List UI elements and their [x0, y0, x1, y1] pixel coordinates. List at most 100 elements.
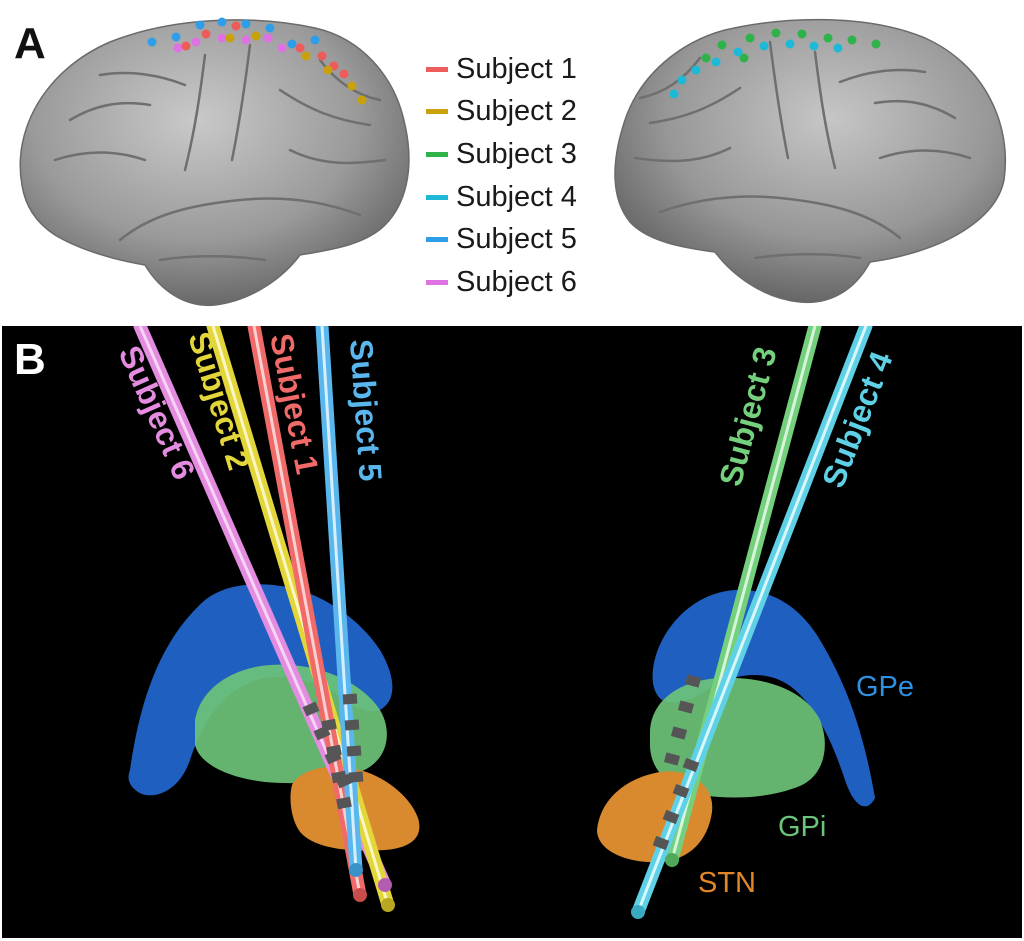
contact-dot-subject1 — [339, 69, 349, 79]
panel-b-label: B — [14, 335, 46, 384]
legend: Subject 1 Subject 2 Subject 3 Subject 4 … — [426, 48, 626, 304]
contact-dot-subject4 — [785, 39, 795, 49]
contact-dot-subject2 — [225, 33, 235, 43]
legend-swatch — [426, 109, 448, 115]
legend-item-subject6: Subject 6 — [426, 261, 626, 304]
contact-band — [302, 701, 320, 717]
contact-dot-subject6 — [191, 37, 201, 47]
contact-dot-subject4 — [669, 89, 679, 99]
contact-dot-subject3 — [771, 28, 781, 38]
structure-label-gpe: GPe — [856, 671, 914, 703]
contact-dot-subject5 — [147, 37, 157, 47]
contact-dot-subject6 — [173, 43, 183, 53]
legend-label: Subject 1 — [456, 52, 577, 85]
contact-dot-subject1 — [181, 41, 191, 51]
contact-dot-subject3 — [823, 33, 833, 43]
legend-swatch — [426, 279, 448, 285]
legend-swatch — [426, 66, 448, 72]
left-brain-sulci — [53, 43, 387, 262]
legend-swatch — [426, 237, 448, 243]
structure-label-gpi: GPi — [778, 811, 826, 843]
legend-label: Subject 6 — [456, 265, 577, 298]
legend-label: Subject 4 — [456, 180, 577, 213]
contact-dot-subject3 — [739, 53, 749, 63]
lead-contacts — [302, 674, 702, 851]
contact-dot-subject5 — [171, 32, 181, 42]
right-brain-surface — [614, 18, 1007, 304]
contact-band — [672, 783, 690, 799]
contact-dot-subject3 — [745, 33, 755, 43]
legend-swatch — [426, 151, 448, 157]
lead-subject2-highlight — [211, 326, 390, 906]
legend-swatch — [426, 194, 448, 200]
contact-dot-subject5 — [287, 39, 297, 49]
lead-tip-subject5 — [349, 863, 363, 877]
contact-band — [342, 693, 358, 705]
structure-label-stn: STN — [698, 867, 756, 899]
contact-dot-subject4 — [677, 75, 687, 85]
contact-dot-subject2 — [251, 31, 261, 41]
contact-dot-subject6 — [263, 33, 273, 43]
contact-dot-subject2 — [301, 51, 311, 61]
contact-dot-subject3 — [797, 29, 807, 39]
contact-band — [321, 718, 337, 732]
left-electrode-contacts — [147, 17, 367, 105]
left-brain-surface — [19, 19, 410, 307]
contact-dot-subject1 — [201, 29, 211, 39]
contact-band — [682, 757, 700, 773]
contact-band — [670, 726, 688, 740]
lead-label-subject5: Subject 5 — [343, 338, 389, 482]
contact-band — [663, 752, 681, 766]
legend-item-subject5: Subject 5 — [426, 218, 626, 261]
legend-label: Subject 3 — [456, 137, 577, 170]
gpe-left — [128, 584, 393, 796]
contact-band — [344, 719, 360, 731]
legend-item-subject2: Subject 2 — [426, 91, 626, 134]
panel-a-label: A — [14, 19, 46, 68]
contact-dot-subject5 — [217, 17, 227, 27]
right-brain-sulci — [633, 40, 972, 260]
contact-band — [652, 835, 670, 851]
contact-dot-subject3 — [701, 53, 711, 63]
contact-dot-subject2 — [357, 95, 367, 105]
contact-dot-subject5 — [241, 19, 251, 29]
contact-dot-subject4 — [711, 57, 721, 67]
contact-dot-subject3 — [847, 35, 857, 45]
contact-band — [662, 809, 680, 825]
contact-band — [331, 770, 347, 784]
legend-item-subject3: Subject 3 — [426, 133, 626, 176]
contact-dot-subject6 — [217, 33, 227, 43]
contact-dot-subject5 — [265, 23, 275, 33]
right-hemisphere — [614, 18, 1007, 304]
contact-dot-subject2 — [347, 81, 357, 91]
contact-dot-subject1 — [231, 21, 241, 31]
left-hemisphere — [19, 19, 410, 307]
contact-dot-subject3 — [717, 40, 727, 50]
lead-tip-subject2 — [381, 898, 395, 912]
contact-dot-subject6 — [241, 35, 251, 45]
lead-tip-subject3 — [665, 853, 679, 867]
contact-band — [677, 700, 695, 714]
contact-dot-subject1 — [317, 51, 327, 61]
lead-tip-subject6 — [378, 878, 392, 892]
panel-a-brains — [19, 17, 1007, 307]
contact-dot-subject4 — [759, 41, 769, 51]
contact-dot-subject6 — [277, 43, 287, 53]
legend-item-subject4: Subject 4 — [426, 176, 626, 219]
contact-band — [336, 796, 352, 810]
contact-band — [326, 744, 342, 758]
contact-dot-subject5 — [310, 35, 320, 45]
contact-dot-subject1 — [295, 43, 305, 53]
contact-dot-subject3 — [871, 39, 881, 49]
legend-item-subject1: Subject 1 — [426, 48, 626, 91]
contact-band — [684, 674, 702, 688]
lead-tip-subject1 — [353, 888, 367, 902]
contact-dot-subject4 — [733, 47, 743, 57]
legend-label: Subject 5 — [456, 223, 577, 256]
contact-dot-subject4 — [833, 43, 843, 53]
contact-dot-subject4 — [809, 41, 819, 51]
panel-b-background — [2, 326, 1022, 938]
lead-tip-subject4 — [631, 905, 645, 919]
